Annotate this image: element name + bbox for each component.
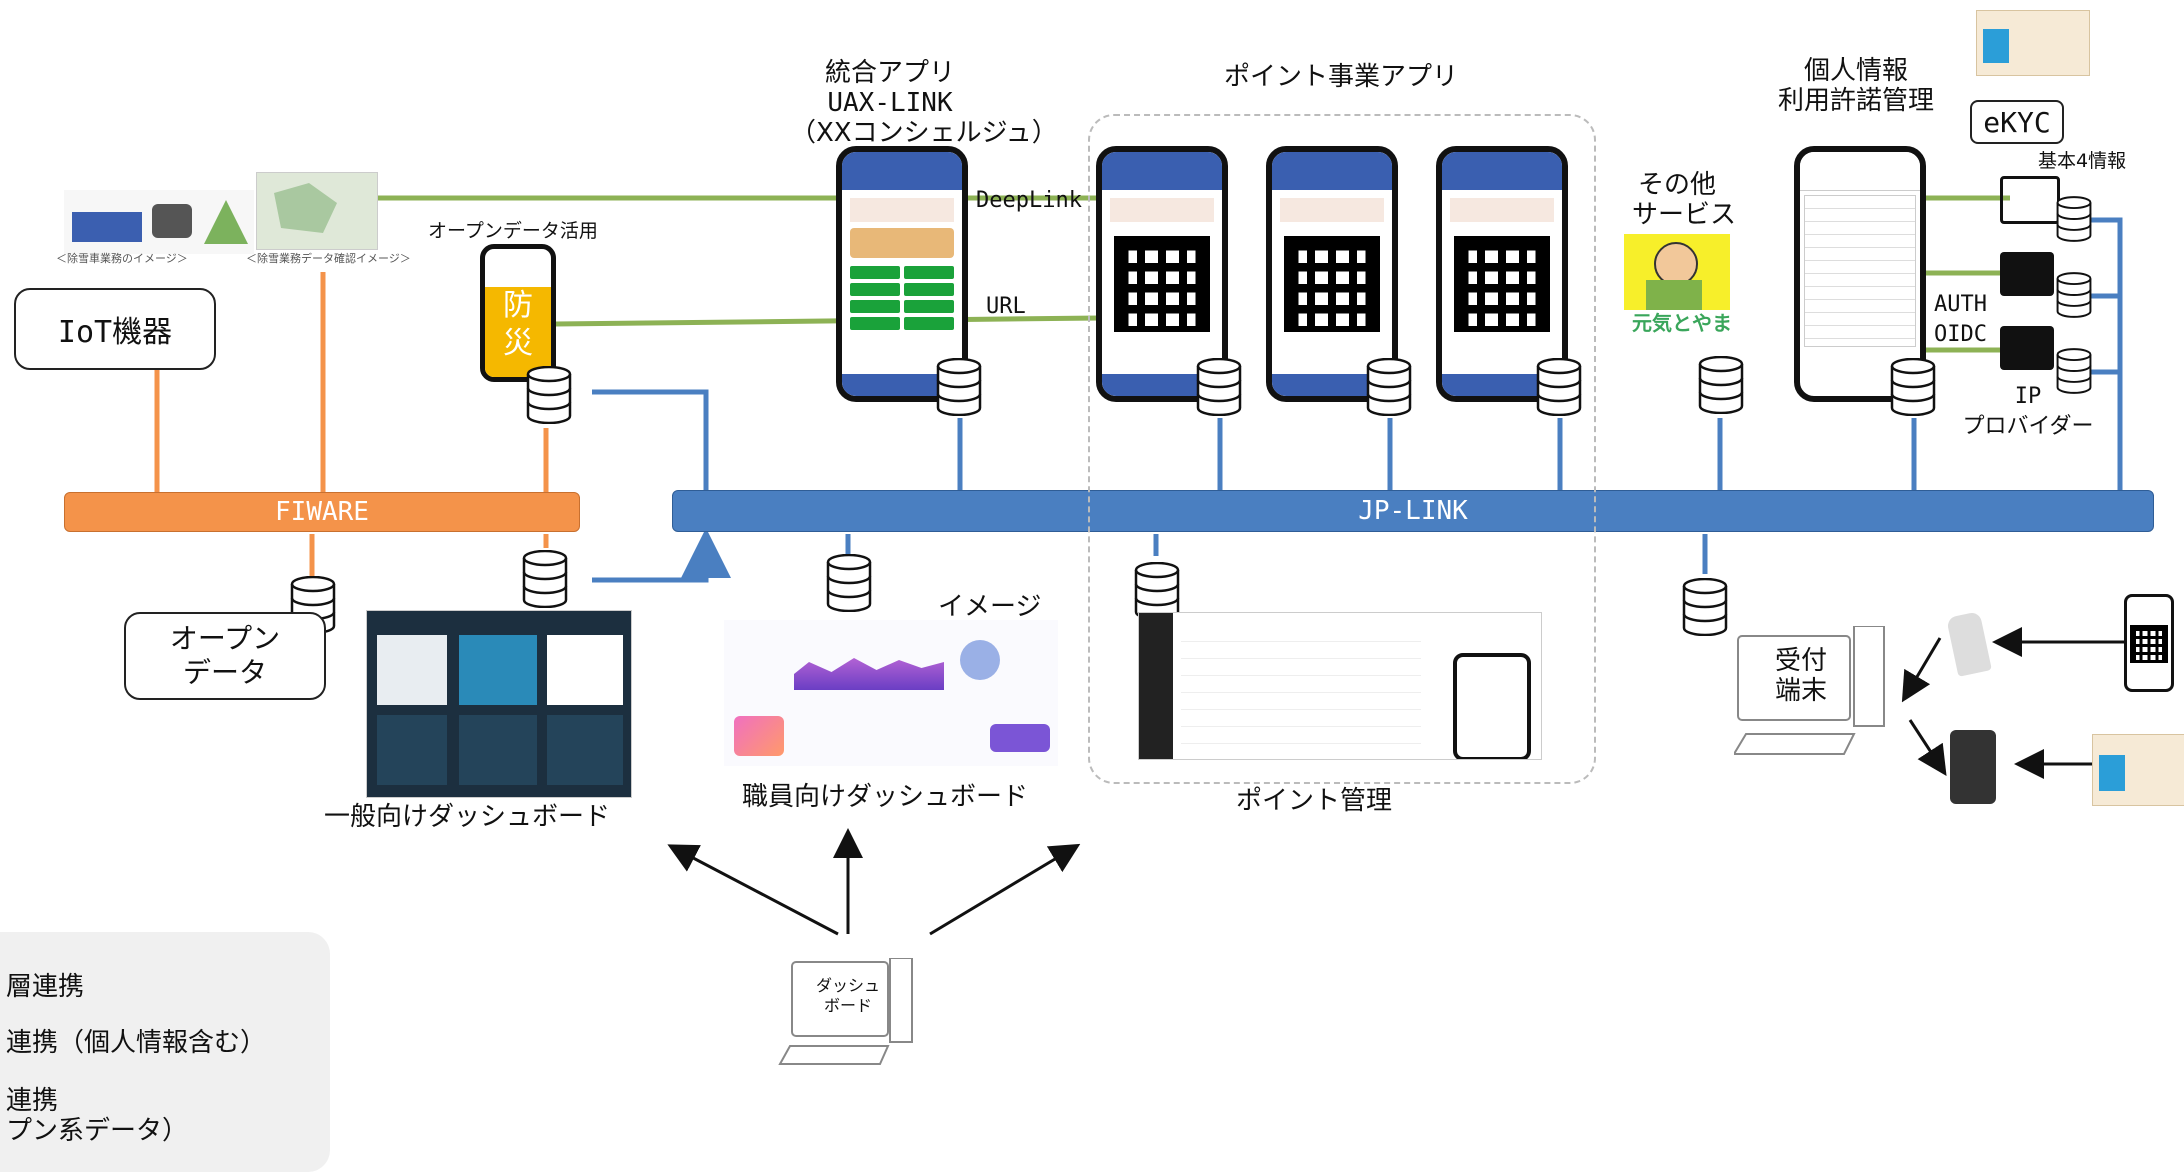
integrated-app-line-3: （XXコンシェルジュ） [790, 118, 1058, 148]
database-icon-public-dashboard [522, 550, 568, 608]
database-icon-ekyc-2 [2056, 272, 2092, 318]
genki-toyama-image [1624, 234, 1730, 310]
reception-line-1: 受付 [1774, 646, 1827, 676]
genki-toyama-label: 元気とやま [1632, 311, 1732, 335]
staff-dashboard-screenshot [724, 620, 1058, 766]
integrated-app-label: 統合アプリ UAX-LINK （XXコンシェルジュ） [790, 58, 1058, 148]
my-number-card-image-bottom [2092, 734, 2184, 806]
other-services-line-2: サービス [1632, 200, 1737, 230]
auth-label: AUTH OIDC [1934, 290, 1987, 350]
database-icon-point-2 [1366, 358, 1412, 416]
idp-line-1: IP [2014, 384, 2042, 409]
idp-label: IP プロバイダー [1958, 382, 2098, 442]
snow-plow-image [64, 190, 254, 254]
legend-item-2: 連携（個人情報含む） [6, 1028, 267, 1058]
snow-caption-2: ＜除雪業務データ確認イメージ＞ [246, 252, 411, 265]
other-services-label: その他 サービス [1632, 170, 1737, 230]
id-card-icon-2 [2000, 326, 2054, 370]
point-phone-2 [1266, 146, 1398, 402]
my-number-card-image-top [1976, 10, 2090, 76]
ekyc-box: eKYC [1970, 100, 2064, 144]
database-icon-ekyc-1 [2056, 196, 2092, 242]
point-app-dashed-area [1088, 114, 1596, 784]
reception-line-2: 端末 [1774, 676, 1827, 706]
open-data-use-label: オープンデータ活用 [428, 220, 598, 242]
dashboard-pc-label: ダッシュ ボード [808, 976, 888, 1016]
open-data-box: オープン データ [124, 612, 326, 700]
auth-line-2: OIDC [1934, 322, 1987, 347]
database-icon-point-1 [1196, 358, 1242, 416]
other-services-line-1: その他 [1637, 170, 1716, 200]
snow-data-image [256, 172, 378, 250]
public-dashboard-label: 一般向けダッシュボード [324, 802, 611, 832]
id-card-outline-icon [2000, 176, 2060, 224]
reception-terminal-icon [1734, 626, 1885, 755]
staff-dashboard-label: 職員向けダッシュボード [742, 782, 1029, 812]
personal-info-label: 個人情報 利用許諾管理 [1776, 56, 1936, 116]
point-management-screenshot [1138, 612, 1542, 760]
bousai-phone: 防 災 [480, 244, 556, 382]
database-icon-ekyc-3 [2056, 348, 2092, 394]
url-label: URL [986, 294, 1026, 319]
personal-info-line-2: 利用許諾管理 [1777, 86, 1934, 116]
iot-devices-box: IoT機器 [14, 288, 216, 370]
personal-info-line-1: 個人情報 [1803, 56, 1908, 86]
database-icon-consent [1890, 358, 1936, 416]
id-card-icon-1 [2000, 252, 2054, 296]
legend-item-4: プン系データ） [6, 1116, 189, 1146]
legend-panel: 層連携 連携（個人情報含む） 連携 プン系データ） [0, 932, 330, 1172]
open-data-line-2: データ [182, 656, 267, 689]
bousai-char-2: 災 [503, 326, 533, 361]
open-data-line-1: オープン [169, 622, 281, 655]
image-label: イメージ [938, 592, 1042, 622]
dashboard-pc-line-1: ダッシュ [815, 976, 880, 995]
basic-info-label: 基本4情報 [2038, 150, 2127, 172]
deeplink-label: DeepLink [976, 188, 1082, 213]
point-phone-1 [1096, 146, 1228, 402]
idp-line-2: プロバイダー [1962, 414, 2094, 439]
legend-item-1: 層連携 [6, 972, 85, 1002]
dashboard-pc-line-2: ボード [823, 996, 872, 1015]
reception-label: 受付 端末 [1766, 646, 1836, 706]
qr-phone-reception [2124, 594, 2174, 692]
legend-item-3: 連携 [6, 1086, 59, 1116]
integrated-app-line-2: UAX-LINK [827, 88, 953, 118]
public-dashboard-screenshot [366, 610, 632, 798]
fiware-bar: FIWARE [64, 492, 580, 532]
point-management-label: ポイント管理 [1236, 786, 1393, 816]
card-reader-icon [1950, 730, 1996, 804]
bousai-char-1: 防 [503, 288, 533, 323]
integrated-app-line-1: 統合アプリ [824, 58, 955, 88]
database-icon-reception [1682, 578, 1728, 636]
point-app-label: ポイント事業アプリ [1224, 62, 1459, 92]
database-icon-open-data-use [526, 366, 572, 424]
database-icon-integrated-app [936, 358, 982, 416]
database-icon-staff-dashboard [826, 554, 872, 612]
jplink-bar: JP-LINK [672, 490, 2154, 532]
snow-caption-1: ＜除雪車業務のイメージ＞ [56, 252, 188, 265]
database-icon-point-3 [1536, 358, 1582, 416]
database-icon-other-services [1698, 356, 1744, 414]
auth-line-1: AUTH [1934, 292, 1987, 317]
dashboard-pc-icon [778, 958, 913, 1065]
